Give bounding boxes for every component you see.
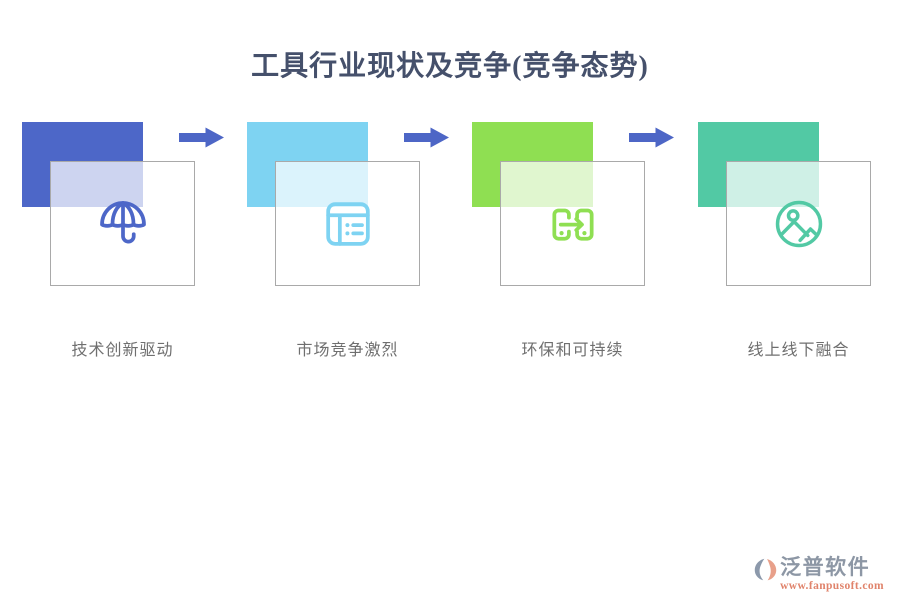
umbrella-icon <box>99 200 146 243</box>
step-label: 线上线下融合 <box>747 342 850 359</box>
brand-url: www.fanpusoft.com <box>780 580 884 592</box>
page-title: 工具行业现状及竞争(竞争态势) <box>251 51 649 82</box>
step-group-innovation: 技术创新驱动 <box>10 0 235 380</box>
icon-card <box>275 161 420 286</box>
footer-brand: 泛普软件 www.fanpusoft.com <box>754 556 884 592</box>
icon-card <box>726 161 871 286</box>
step-group-online-offline: 线上线下融合 <box>686 0 900 380</box>
icon-card <box>50 161 195 286</box>
icon-card <box>500 161 645 286</box>
browser-form-icon <box>325 201 370 246</box>
arrow-right-icon <box>629 126 675 149</box>
brand-logo-icon <box>754 558 777 581</box>
brand-name: 泛普软件 <box>780 556 871 579</box>
step-group-sustainability: 环保和可持续 <box>460 0 685 380</box>
image-photo-icon <box>775 200 822 247</box>
step-group-competition: 市场竞争激烈 <box>235 0 460 380</box>
step-label: 环保和可持续 <box>521 342 624 359</box>
step-label: 技术创新驱动 <box>71 342 174 359</box>
step-label: 市场竞争激烈 <box>296 342 399 359</box>
footer-text: 泛普软件 www.fanpusoft.com <box>780 556 884 592</box>
device-transfer-icon <box>551 208 594 241</box>
arrow-right-icon <box>179 126 225 149</box>
arrow-right-icon <box>404 126 450 149</box>
